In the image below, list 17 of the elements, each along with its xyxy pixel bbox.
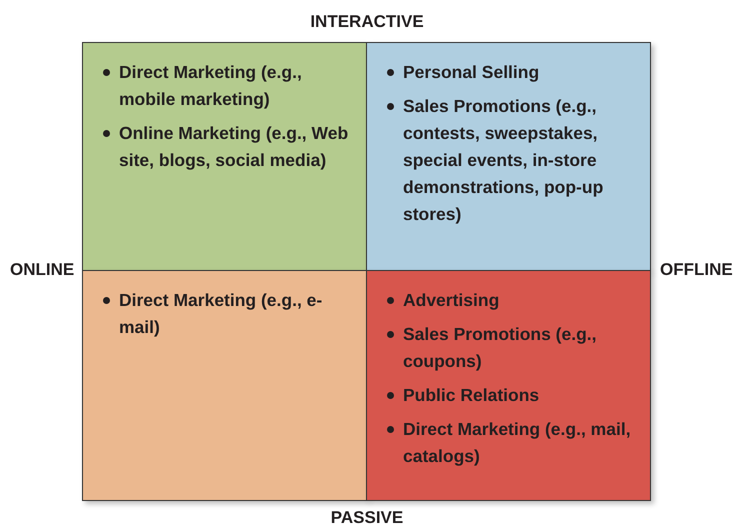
quadrant-panel — [82, 270, 367, 501]
quadrant-panel — [366, 270, 651, 501]
bullet-item: Public Relations — [385, 382, 636, 409]
quadrant-panel — [366, 42, 651, 271]
bullet-item: Personal Selling — [385, 59, 636, 86]
axis-label: INTERACTIVE — [310, 12, 424, 32]
bullet-item: Direct Marketing (e.g., mobile marketing) — [101, 59, 352, 113]
axis-label: ONLINE — [10, 260, 74, 280]
bullet-item: Sales Promotions (e.g., coupons) — [385, 321, 636, 375]
bullet-item: Advertising — [385, 287, 636, 314]
bullet-item: Sales Promotions (e.g., contests, sweepstakes, special events, in-store demonstrations, pop-up stores) — [385, 93, 636, 228]
axis-label: PASSIVE — [330, 508, 404, 528]
bullet-item: Direct Marketing (e.g., mail, catalogs) — [385, 416, 636, 470]
axis-label: OFFLINE — [660, 260, 733, 280]
bullet-item: Online Marketing (e.g., Web site, blogs, social media) — [101, 120, 352, 174]
quadrant-panel — [82, 42, 367, 271]
bullet-item: Direct Marketing (e.g., e-mail) — [101, 287, 352, 341]
